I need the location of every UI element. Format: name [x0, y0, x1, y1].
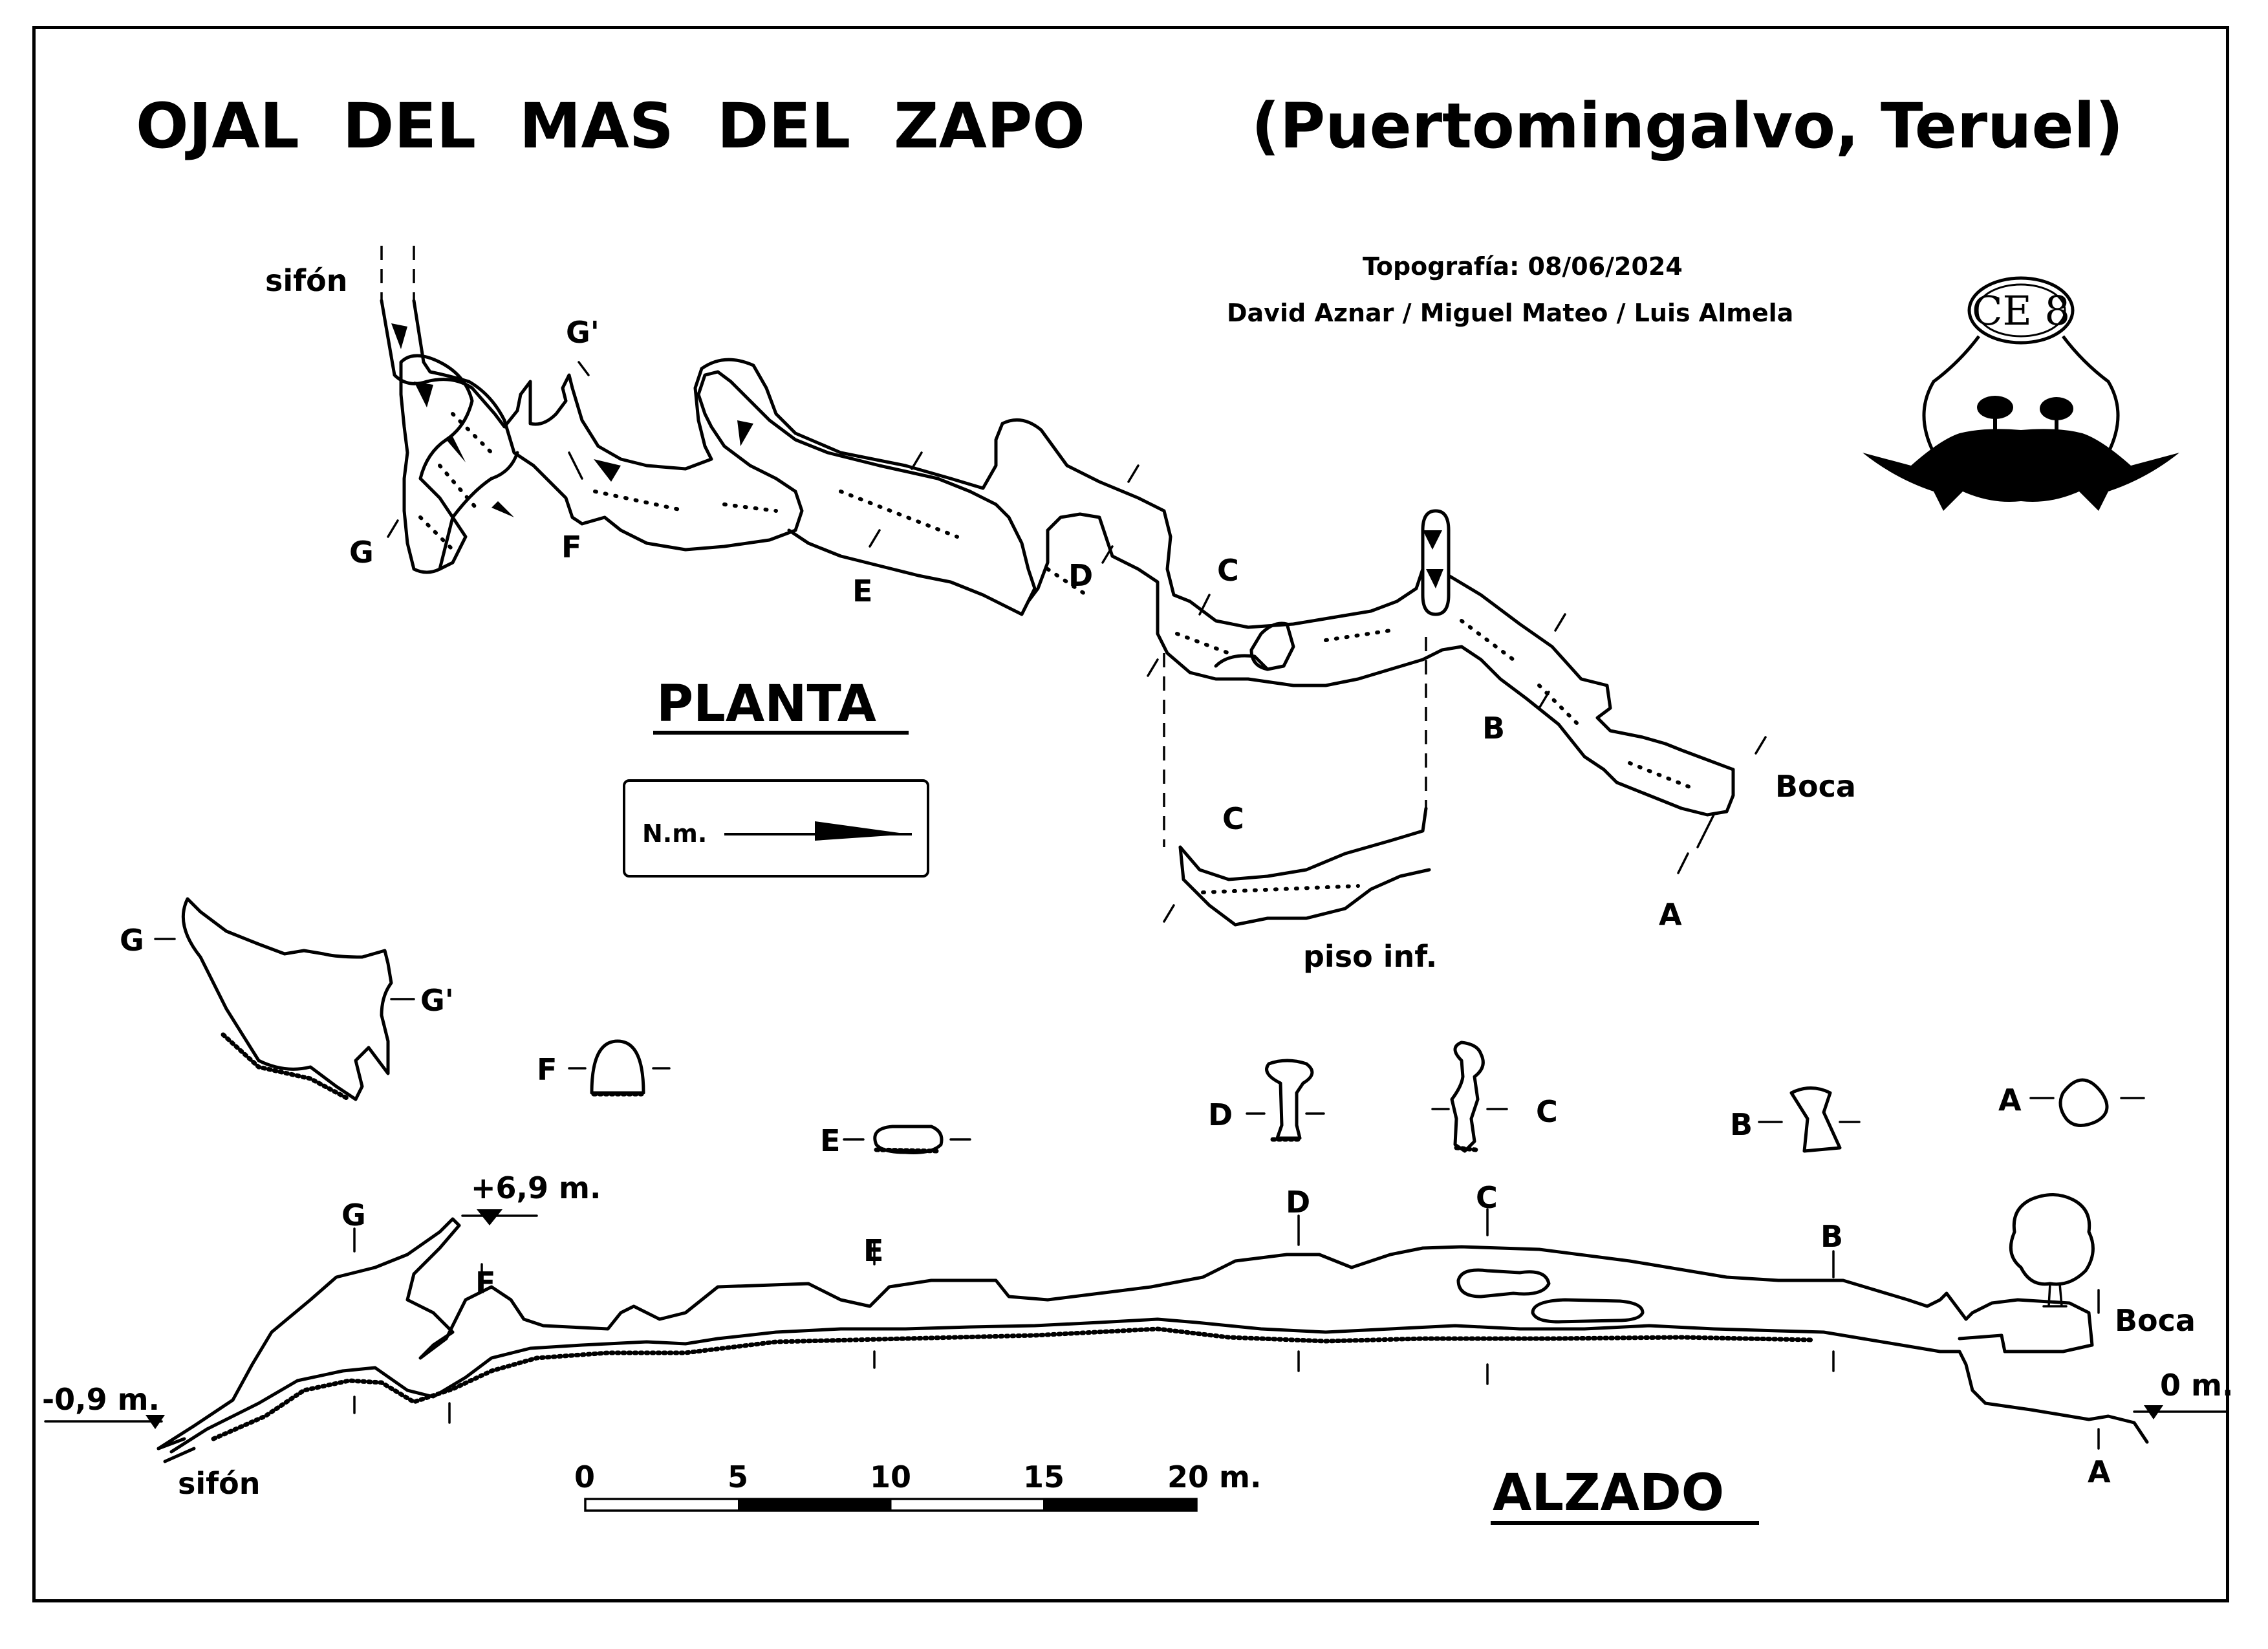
elevation-label-boca: Boca — [2115, 1303, 2196, 1338]
plan-label-d: D — [1068, 558, 1093, 593]
elevation-label-a: A — [2088, 1454, 2111, 1489]
section-label-a: A — [1998, 1083, 2022, 1117]
section-label-g: G — [120, 923, 144, 958]
elevation-label-d: D — [1286, 1185, 1310, 1220]
scale-tick-10: 10 — [870, 1460, 911, 1494]
elevation-depth-entrance: 0 m. — [2160, 1368, 2233, 1403]
section-label-d: D — [1208, 1097, 1233, 1132]
scale-tick-0: 0 — [574, 1460, 595, 1494]
plan-label-boca: Boca — [1775, 769, 1856, 804]
scale-tick-15: 15 — [1023, 1460, 1064, 1494]
scale-tick-5: 5 — [728, 1460, 748, 1494]
elevation-label-b: B — [1820, 1219, 1843, 1254]
survey-location: (Puertomingalvo, Teruel) — [1251, 90, 2123, 162]
plan-heading: PLANTA — [656, 675, 876, 733]
elevation-label-f: F — [475, 1266, 495, 1300]
survey-title: OJAL DEL MAS DEL ZAPO — [136, 90, 1085, 162]
elevation-label-c: C — [1476, 1180, 1498, 1215]
elevation-view: +6,9 m. -0,9 m. 0 m. sifón Boca G F E D … — [42, 1170, 2233, 1501]
scale-segment-5-10 — [738, 1499, 891, 1511]
elevation-heading: ALZADO — [1493, 1464, 1724, 1522]
scale-segment-15-20 — [1043, 1499, 1196, 1511]
plan-label-a: A — [1659, 897, 1682, 932]
cross-sections: G G' F E D C B A — [120, 897, 2145, 1158]
survey-date: Topografía: 08/06/2024 — [1363, 252, 1683, 281]
elevation-label-sifon: sifón — [178, 1466, 261, 1501]
plan-label-e: E — [852, 574, 872, 609]
north-label: N.m. — [642, 819, 707, 848]
scale-bar: 0 5 10 15 20 m. — [574, 1460, 1261, 1512]
section-label-g-prime: G' — [420, 983, 454, 1018]
section-label-e: E — [820, 1123, 840, 1158]
plan-label-g-prime: G' — [566, 315, 599, 350]
section-label-b: B — [1730, 1107, 1753, 1142]
survey-authors: David Aznar / Miguel Mateo / Luis Almela — [1227, 299, 1793, 327]
plan-label-g: G — [349, 535, 374, 570]
plan-label-f: F — [561, 530, 581, 565]
plan-label-sifon: sifón — [265, 263, 348, 298]
logo-lettering: CE 8 — [1972, 287, 2070, 334]
plan-label-b: B — [1482, 711, 1505, 746]
club-logo: CE 8 — [1863, 276, 2179, 511]
north-arrow-box — [623, 779, 929, 878]
sheet-border — [32, 26, 2229, 1602]
north-arrow: N.m. — [623, 779, 929, 878]
elevation-label-g: G — [341, 1198, 366, 1233]
elevation-depth-top: +6,9 m. — [471, 1170, 601, 1205]
plan-label-c: C — [1217, 553, 1239, 588]
scale-tick-20: 20 m. — [1167, 1460, 1261, 1494]
plan-label-c-lower: C — [1222, 801, 1244, 836]
section-label-f: F — [537, 1052, 557, 1087]
north-arrow-head — [815, 821, 909, 841]
elevation-label-e: E — [863, 1233, 883, 1268]
plan-view: sifón G' G F E D C B Boca A C piso inf. — [265, 246, 1856, 974]
elevation-depth-left: -0,9 m. — [42, 1382, 160, 1417]
section-label-c: C — [1536, 1094, 1558, 1129]
plan-label-lower-level: piso inf. — [1303, 939, 1437, 974]
